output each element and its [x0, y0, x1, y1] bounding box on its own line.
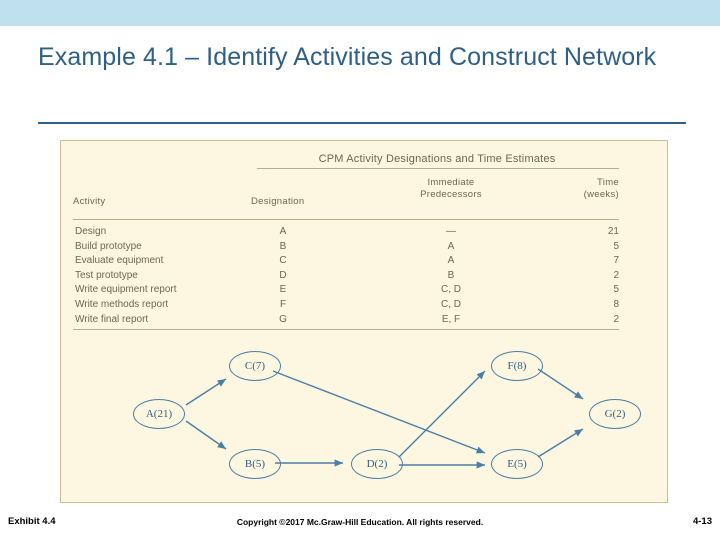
column-header-time: Time (weeks) [531, 177, 619, 201]
cell-activity: Evaluate equipment [75, 255, 164, 267]
table-row: Evaluate equipment C A 7 [61, 255, 667, 270]
table-row: Write equipment report E C, D 5 [61, 284, 667, 299]
column-header-activity: Activity [73, 196, 106, 207]
cell-activity: Write equipment report [75, 284, 177, 296]
cell-activity: Build prototype [75, 240, 142, 252]
page-number: 4-13 [692, 516, 712, 527]
cell-time: 2 [613, 313, 619, 325]
network-edges [185, 368, 584, 469]
network-node-g: G(2) [589, 399, 641, 429]
cell-time: 8 [613, 298, 619, 310]
exhibit-label: Exhibit 4.4 [8, 516, 56, 527]
page-title: Example 4.1 – Identify Activities and Co… [38, 43, 657, 71]
cell-designation: G [279, 313, 287, 325]
cell-designation: A [279, 226, 287, 237]
cell-predecessors: E, F [441, 313, 461, 325]
table-caption-text: CPM Activity Designations and Time Estim… [318, 153, 556, 165]
cell-activity: Write methods report [75, 298, 169, 310]
cell-activity: Test prototype [75, 269, 138, 281]
cell-predecessors: B [447, 269, 455, 281]
network-node-a: A(21) [133, 399, 185, 429]
table-row: Build prototype B A 5 [61, 241, 667, 256]
exhibit-panel: CPM Activity Designations and Time Estim… [60, 140, 668, 503]
cell-designation: B [279, 240, 287, 252]
column-header-predecessors: Immediate Predecessors [391, 177, 511, 201]
cell-designation: C [279, 255, 287, 267]
column-header-predecessors-line2: Predecessors [420, 189, 482, 200]
cell-time: 5 [613, 240, 619, 252]
cell-time: 21 [607, 226, 619, 237]
cell-activity: Design [75, 226, 107, 237]
table-row: Design A — 21 [61, 226, 667, 241]
column-header-time-line1: Time [597, 177, 619, 188]
cell-predecessors: C, D [441, 284, 461, 296]
title-divider [38, 122, 686, 124]
cell-predecessors: — [446, 226, 456, 237]
cell-time: 7 [613, 255, 619, 267]
table-rule-header [73, 219, 619, 220]
copyright-notice: Copyright ©2017 Mc.Graw-Hill Education. … [236, 517, 484, 527]
network-node-d: D(2) [351, 449, 403, 479]
cell-predecessors: A [447, 255, 455, 267]
cell-predecessors: C, D [441, 298, 461, 310]
table-rule-top [257, 168, 619, 169]
table-row: Test prototype D B 2 [61, 270, 667, 285]
network-node-f: F(8) [491, 351, 543, 381]
table-rule-bottom [73, 329, 619, 330]
network-node-c: C(7) [229, 351, 281, 381]
table-row: Write final report G E, F 2 [61, 314, 667, 329]
network-diagram: A(21) C(7) B(5) D(2) F(8) E(5) G(2) [61, 337, 669, 502]
column-header-predecessors-line1: Immediate [427, 177, 475, 188]
network-node-b: B(5) [229, 449, 281, 479]
cell-activity: Write final report [75, 313, 149, 325]
table-caption: CPM Activity Designations and Time Estim… [257, 153, 617, 165]
network-node-e: E(5) [491, 449, 543, 479]
cell-predecessors: A [447, 240, 455, 252]
cell-designation: D [279, 269, 287, 281]
cell-time: 5 [613, 284, 619, 296]
column-header-time-line2: (weeks) [583, 189, 619, 200]
cell-designation: E [279, 284, 287, 296]
table-row: Write methods report F C, D 8 [61, 299, 667, 314]
column-header-designation: Designation [251, 196, 305, 207]
cell-time: 2 [613, 269, 619, 281]
cell-designation: F [279, 298, 287, 310]
title-band [0, 0, 720, 26]
